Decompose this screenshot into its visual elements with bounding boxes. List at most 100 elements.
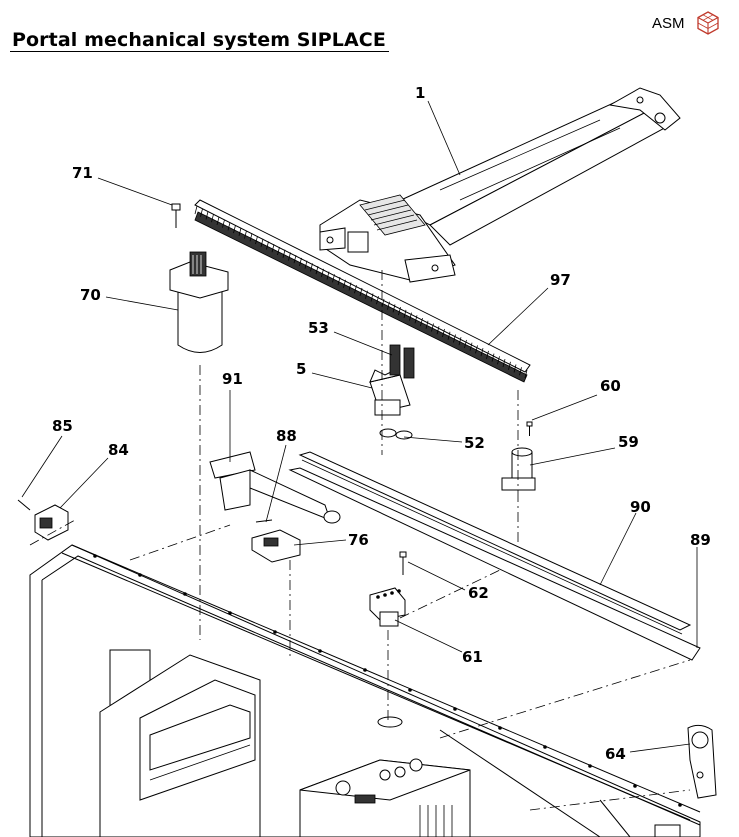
belt-tooth: [200, 208, 203, 217]
belt-tooth: [365, 290, 368, 299]
belt-clamp: [369, 369, 411, 416]
callout-91: 91: [222, 370, 243, 388]
belt-tooth: [486, 350, 489, 359]
connector-screw: [399, 551, 407, 575]
sensor-screw: [17, 499, 31, 511]
belt-tooth: [491, 353, 495, 362]
leader-lines: [21, 100, 698, 753]
belt-tooth: [442, 328, 445, 338]
belt-tooth: [370, 293, 374, 302]
belt-tooth: [387, 301, 390, 310]
page-header: Portal mechanical system SIPLACE ASM: [0, 0, 739, 56]
belt-tooth: [354, 285, 357, 294]
belt-tooth: [425, 320, 429, 329]
callout-84: 84: [108, 441, 129, 459]
belt-tooth: [464, 339, 467, 349]
portal-arm-assembly: [319, 87, 681, 283]
end-bracket: [687, 724, 717, 799]
switch-block: [251, 529, 301, 563]
switch-pin: [255, 519, 273, 523]
callout-59: 59: [618, 433, 639, 451]
belt-tooth: [304, 260, 308, 269]
belt-tooth: [414, 315, 418, 324]
motor: [169, 251, 229, 353]
callout-62: 62: [468, 584, 489, 602]
belt-tooth: [431, 323, 434, 332]
belt-tooth: [315, 266, 319, 275]
toothed-belt: [194, 199, 531, 383]
belt-tooth: [519, 367, 522, 376]
belt-tooth: [348, 282, 352, 291]
callout-52: 52: [464, 434, 485, 452]
exploded-view-drawing: 1 71 70 97 53 5 91 60 59 52 85 84 88 76 …: [17, 84, 717, 837]
logo-text: ASM: [652, 15, 685, 32]
belt-tooth: [359, 287, 363, 297]
belt-tooth: [222, 219, 225, 228]
belt-tooth: [255, 235, 258, 245]
sensor-housing: [34, 504, 69, 541]
belt-tooth: [299, 257, 302, 267]
belt-tooth: [282, 249, 286, 258]
belt-tooth: [310, 263, 313, 272]
page-title: Portal mechanical system SIPLACE: [12, 29, 386, 51]
stop-screw: [526, 421, 533, 436]
callout-61: 61: [462, 648, 483, 666]
belt-tooth: [288, 252, 291, 261]
callout-89: 89: [690, 531, 711, 549]
callout-53: 53: [308, 319, 329, 337]
belt-tooth: [508, 361, 511, 370]
belt-tooth: [480, 348, 484, 357]
guide-rail: [298, 451, 692, 635]
belt-tooth: [436, 326, 440, 335]
belt-tooth: [211, 214, 214, 223]
connector-block: [369, 587, 406, 627]
belt-tooth: [321, 268, 324, 277]
belt-tooth: [447, 331, 451, 340]
belt-tooth: [497, 356, 500, 365]
belt-tooth: [216, 216, 220, 226]
belt-tooth: [277, 246, 280, 256]
belt-tooth: [260, 238, 264, 247]
belt-tooth: [326, 271, 330, 280]
belt-tooth: [392, 304, 396, 313]
belt-tooth: [205, 211, 209, 220]
belt-tooth: [502, 358, 506, 368]
belt-tooth: [233, 225, 236, 234]
belt-tooth: [475, 345, 478, 354]
callout-88: 88: [276, 427, 297, 445]
belt-tooth: [409, 312, 412, 321]
callout-64: 64: [605, 745, 626, 763]
frame-rail-holes: [93, 554, 682, 807]
belt-tooth: [524, 369, 528, 379]
callout-70: 70: [80, 286, 101, 304]
belt-tooth: [398, 307, 401, 316]
belt-tooth: [332, 274, 335, 283]
belt-tooth: [343, 279, 346, 288]
belt-tooth: [238, 227, 242, 236]
belt-tooth: [403, 309, 407, 318]
stop-block: [501, 447, 536, 491]
belt-tooth: [469, 342, 473, 351]
belt-tooth: [227, 222, 231, 231]
clamp-rollers: [389, 344, 415, 379]
callout-60: 60: [600, 377, 621, 395]
belt-tooth: [194, 205, 198, 215]
callout-71: 71: [72, 164, 93, 182]
machine-frame: [29, 544, 701, 837]
belt-tooth: [453, 334, 456, 343]
callouts: 1 71 70 97 53 5 91 60 59 52 85 84 88 76 …: [52, 84, 711, 763]
belt-tooth: [244, 230, 247, 239]
drive-shaft: [209, 451, 341, 524]
belt-tooth: [376, 296, 379, 305]
belt-tooth: [249, 233, 253, 242]
belt-tooth: [420, 317, 423, 327]
callout-90: 90: [630, 498, 651, 516]
guide-strip: [288, 467, 701, 661]
callout-97: 97: [550, 271, 571, 289]
callout-76: 76: [348, 531, 369, 549]
belt-tooth: [337, 276, 341, 286]
belt-tooth: [271, 244, 275, 253]
callout-1: 1: [415, 84, 425, 102]
callout-85: 85: [52, 417, 73, 435]
belt-tooth: [293, 255, 297, 264]
